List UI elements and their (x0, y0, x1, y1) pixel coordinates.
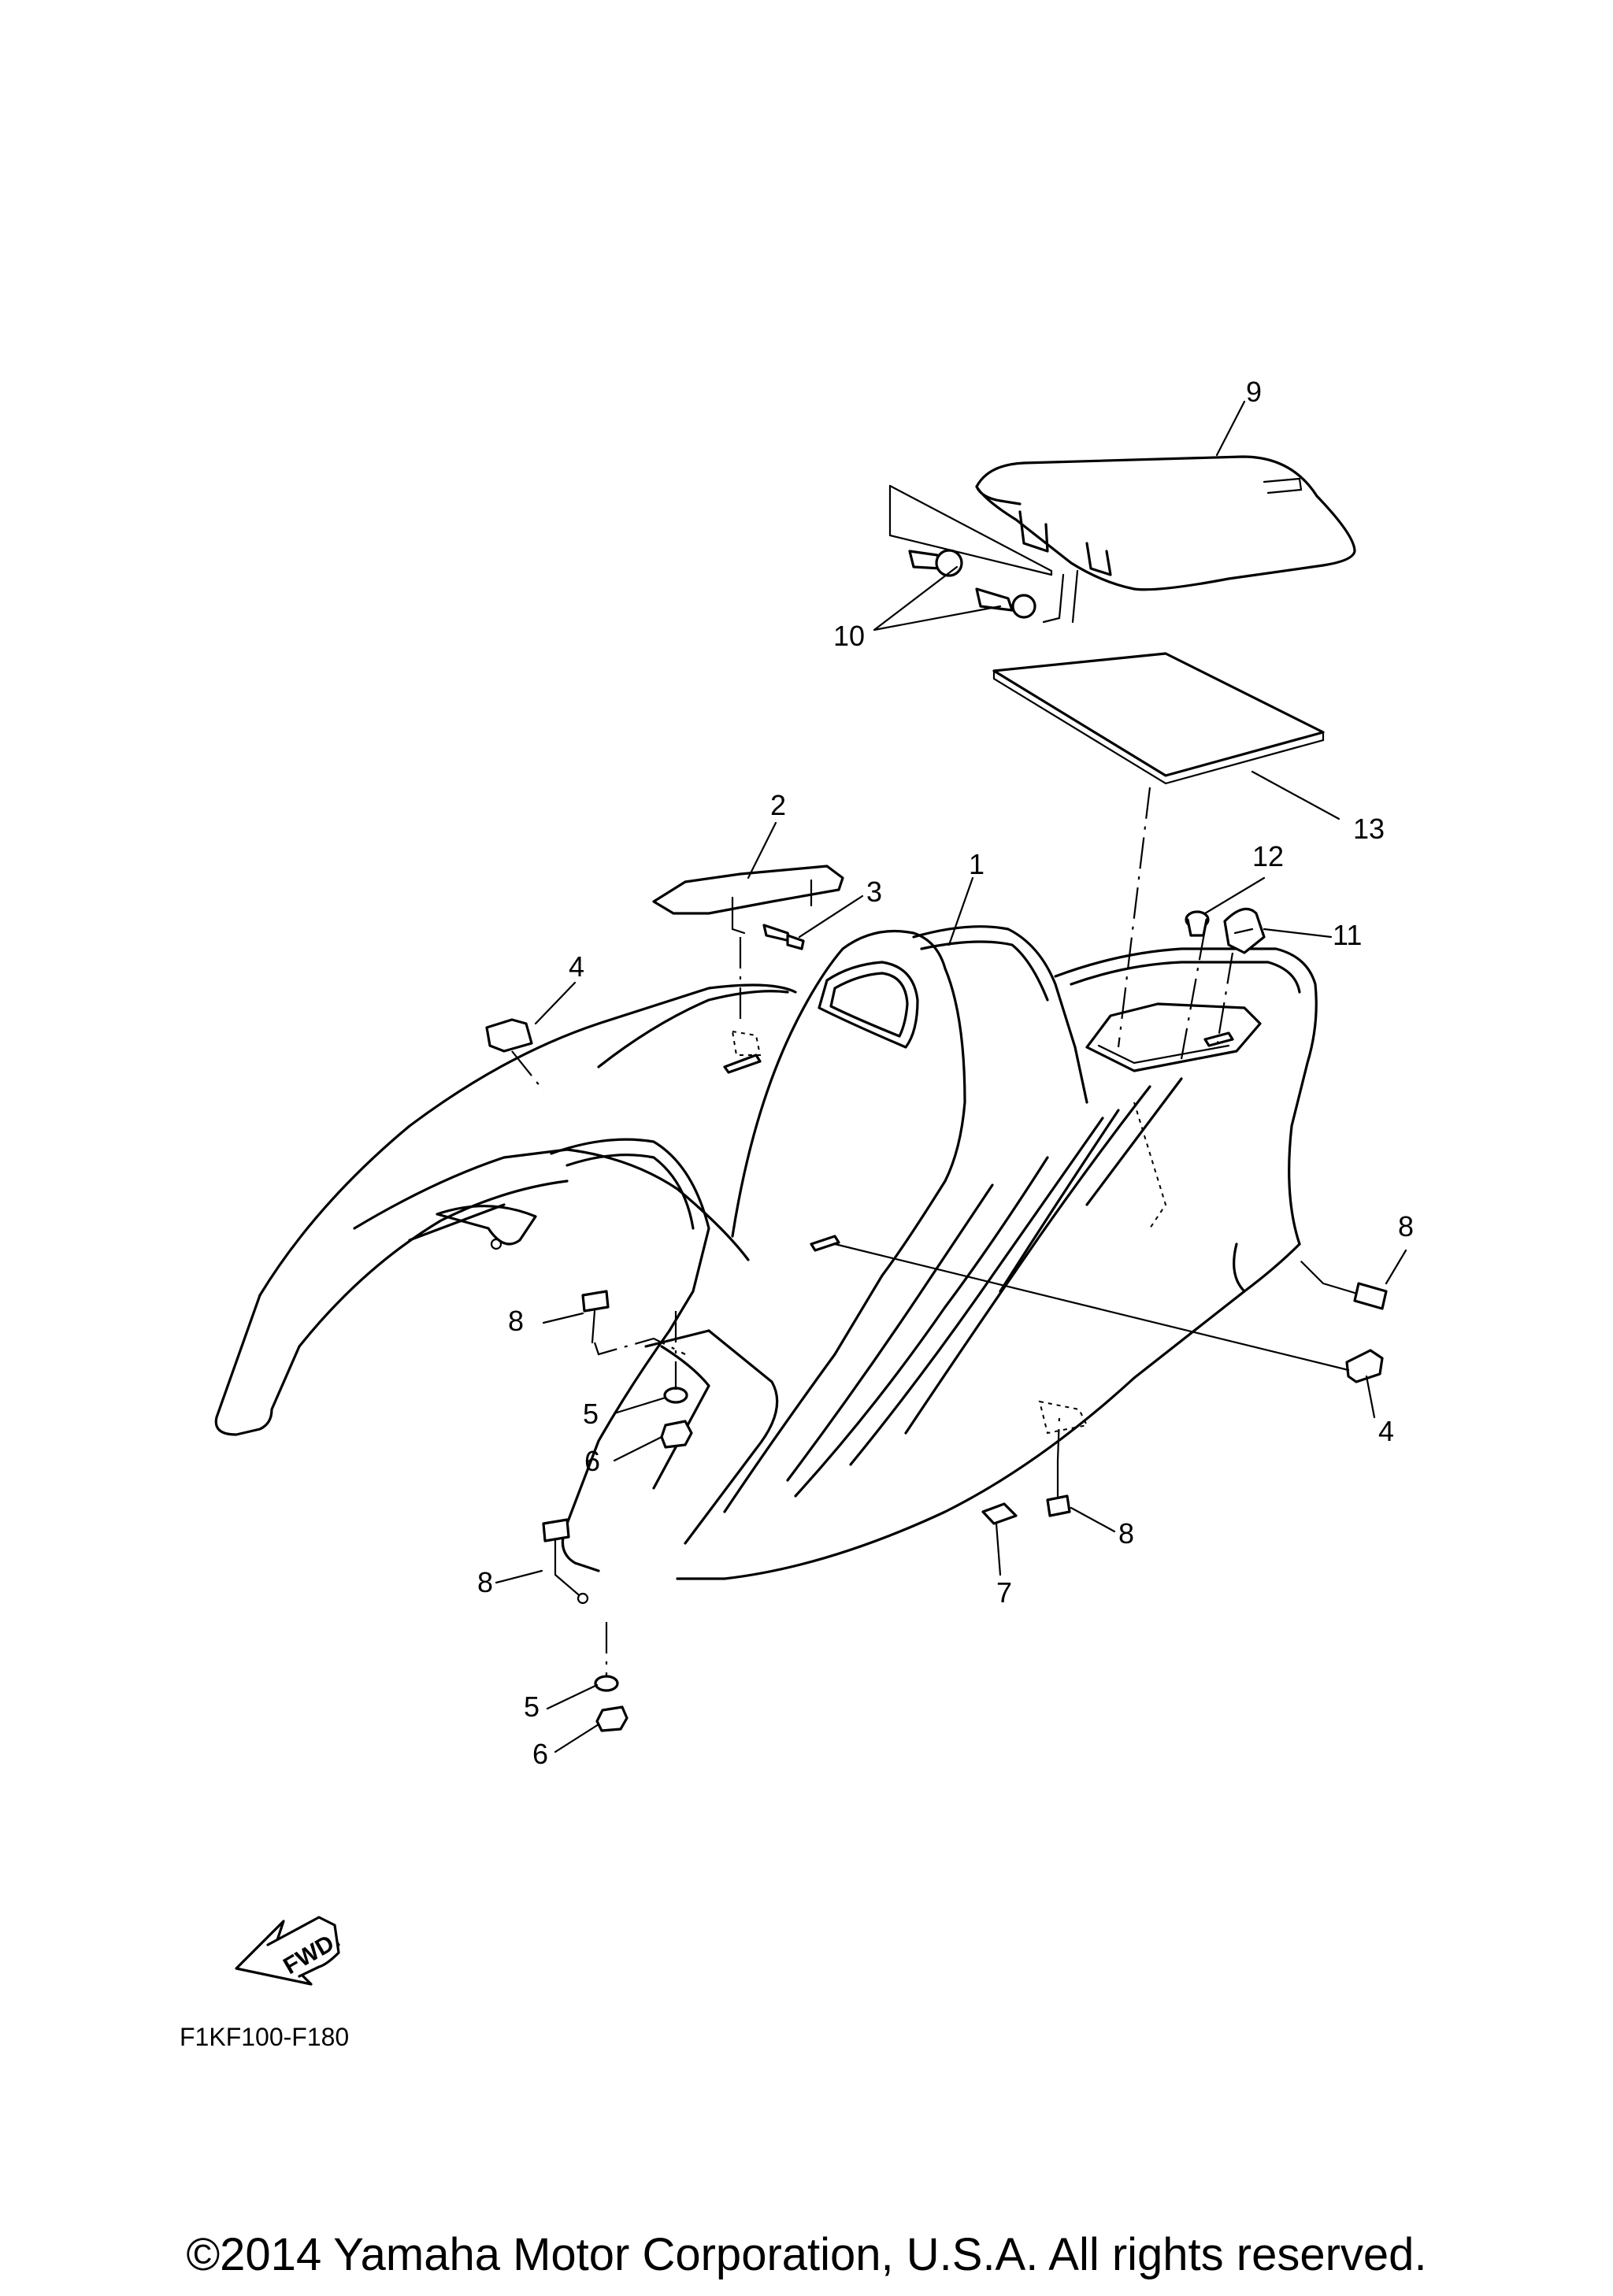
callout-5-upper: 5 (583, 1398, 599, 1430)
callout-8-lower-right: 8 (1118, 1517, 1134, 1550)
nut-part (595, 1420, 693, 1732)
callout-13: 13 (1353, 813, 1385, 845)
forward-arrow-icon: FWD (235, 1916, 340, 1986)
diagram-code: F1KF100-F180 (180, 2023, 349, 2051)
callout-11: 11 (1333, 919, 1362, 951)
clip-part (485, 1018, 1384, 1383)
callout-10: 10 (833, 620, 865, 652)
callout-3: 3 (866, 876, 882, 908)
copyright-notice: ©2014 Yamaha Motor Corporation, U.S.A. A… (186, 2229, 1427, 2280)
cover-body-part (214, 925, 1318, 1605)
callout-8-left: 8 (508, 1305, 524, 1337)
callout-4-right: 4 (1378, 1415, 1394, 1447)
callout-9: 9 (1246, 376, 1262, 408)
callout-8-lower-left: 8 (477, 1566, 493, 1598)
callout-7: 7 (996, 1576, 1012, 1609)
latch-part (1223, 907, 1266, 954)
pin-part (762, 924, 805, 950)
seat-lock-part (888, 484, 1079, 624)
callout-4-left: 4 (569, 950, 584, 983)
callout-5-lower: 5 (524, 1691, 540, 1723)
seat-part (975, 455, 1356, 591)
callout-1: 1 (969, 848, 984, 880)
leader-lines (495, 400, 1407, 1753)
callout-8-right: 8 (1398, 1210, 1414, 1242)
callout-6-lower: 6 (532, 1738, 548, 1770)
callout-6-upper: 6 (584, 1445, 600, 1477)
seat-pad-part (992, 652, 1325, 785)
washer-part (594, 1387, 688, 1692)
nut-plate-part (981, 1502, 1018, 1525)
bolt-part (542, 1282, 1388, 1576)
grommet-part (1185, 910, 1210, 937)
callout-12: 12 (1252, 840, 1284, 872)
handle-cover-part (652, 865, 844, 935)
callout-2: 2 (770, 789, 786, 821)
